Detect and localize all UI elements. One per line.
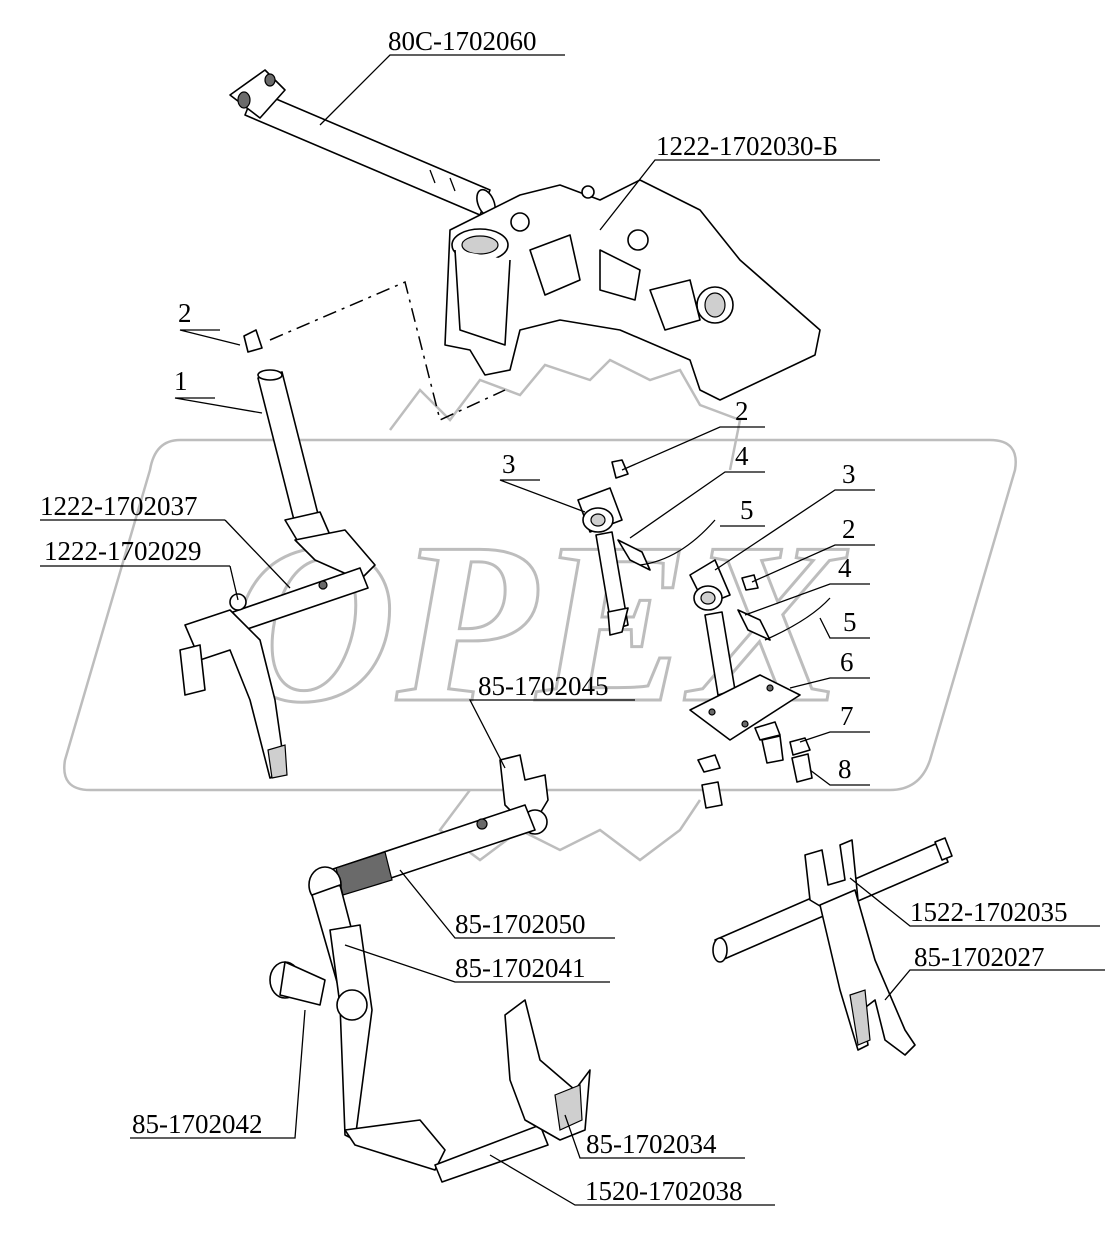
label-1522-1702035: 1522-1702035 <box>910 897 1068 927</box>
assembly-line <box>269 280 506 422</box>
label-85-1702042: 85-1702042 <box>132 1109 263 1139</box>
label-85-1702045: 85-1702045 <box>478 671 609 701</box>
item-5-mid: 5 <box>740 495 754 525</box>
item-2-right: 2 <box>842 514 856 544</box>
label-1222-1702030: 1222-1702030-Б <box>656 131 838 161</box>
item-7: 7 <box>840 701 854 731</box>
item-2-left: 2 <box>178 298 192 328</box>
item-numbers: 2 1 2 3 4 5 3 2 4 5 6 7 8 <box>174 298 857 784</box>
callout-labels: 80С-1702060 1222-1702030-Б 1222-1702037 … <box>40 26 1068 1206</box>
label-1520-1702038: 1520-1702038 <box>585 1176 743 1206</box>
label-80c-1702060: 80С-1702060 <box>388 26 537 56</box>
leader-lines <box>40 54 1105 1206</box>
item-3-mid: 3 <box>502 449 516 479</box>
item-5-right: 5 <box>843 607 857 637</box>
label-85-1702027: 85-1702027 <box>914 942 1045 972</box>
item-2-mid: 2 <box>735 396 749 426</box>
label-85-1702050: 85-1702050 <box>455 909 586 939</box>
right-shaft-fork-assembly <box>712 837 953 1056</box>
item-1: 1 <box>174 366 188 396</box>
label-1222-1702037: 1222-1702037 <box>40 491 198 521</box>
label-85-1702041: 85-1702041 <box>455 953 586 983</box>
item-6: 6 <box>840 647 854 677</box>
right-lever-assembly <box>689 559 831 809</box>
shaft-80c-1702060 <box>229 69 496 218</box>
left-shift-fork-assembly <box>179 329 376 779</box>
item-8: 8 <box>838 754 852 784</box>
label-85-1702034: 85-1702034 <box>586 1129 717 1159</box>
housing-1222-1702030 <box>444 179 821 401</box>
item-4-mid: 4 <box>735 441 749 471</box>
label-1222-1702029: 1222-1702029 <box>44 536 202 566</box>
bottom-shift-assembly <box>269 754 591 1183</box>
middle-lever-assembly <box>577 459 716 636</box>
item-4-right: 4 <box>838 553 852 583</box>
item-3-right: 3 <box>842 459 856 489</box>
